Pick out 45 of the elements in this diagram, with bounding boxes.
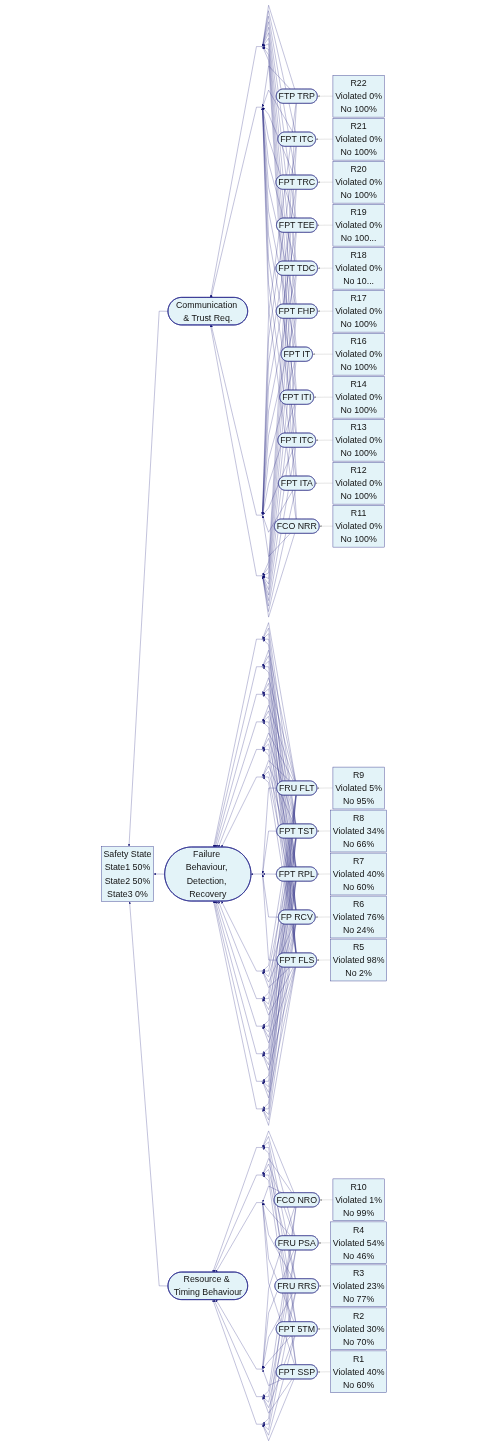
node-box: R21 Violated 0% No 100%	[332, 118, 384, 161]
node-circle	[261, 1146, 263, 1149]
node-circle	[261, 666, 263, 668]
node-circle	[261, 1025, 263, 1027]
node-circle	[261, 693, 263, 696]
node-circle	[261, 1368, 263, 1370]
node-circle	[261, 106, 263, 108]
node-box: R12 Violated 0% No 100%	[332, 462, 384, 505]
node-circle	[261, 1174, 263, 1176]
node-box: R1 Violated 40% No 60%	[329, 1350, 387, 1393]
node-circle	[261, 1423, 263, 1425]
node-box: R20 Violated 0% No 100%	[332, 161, 384, 204]
node-box: R17 Violated 0% No 100%	[332, 290, 384, 333]
node-circle	[261, 1108, 263, 1110]
node-box: R6 Violated 76% No 24%	[329, 895, 387, 939]
node-box: R3 Violated 23% No 77%	[329, 1264, 387, 1307]
node-circle	[261, 575, 263, 577]
node-box: R5 Violated 98% No 2%	[329, 938, 387, 982]
node-circle	[261, 1201, 263, 1204]
node-box: R11 Violated 0% No 100%	[332, 505, 384, 548]
node-circle	[261, 1053, 263, 1055]
node-box: R18 Violated 0% No 10...	[332, 247, 384, 290]
node-box: R2 Violated 30% No 70%	[329, 1307, 387, 1350]
node-box: R19 Violated 0% No 100...	[332, 204, 384, 247]
node-circle	[261, 776, 263, 778]
node-box: R8 Violated 34% No 66%	[329, 809, 387, 853]
node-circle	[261, 45, 263, 48]
node-circle	[261, 970, 263, 972]
node-box: R14 Violated 0% No 100%	[332, 376, 384, 419]
node-circle	[261, 1080, 263, 1083]
node-box: R16 Violated 0% No 100%	[332, 333, 384, 376]
node-circle	[261, 873, 263, 875]
node-box: R4 Violated 54% No 46%	[329, 1221, 387, 1264]
node-circle	[261, 1395, 263, 1398]
node-box: R22 Violated 0% No 100%	[332, 75, 384, 118]
node-box: R10 Violated 1% No 99%	[332, 1178, 384, 1221]
node-box: Safety State State1 50% State2 50% State3 0%	[100, 846, 154, 902]
node-circle	[261, 721, 263, 723]
node-circle	[261, 748, 263, 751]
node-circle	[261, 514, 263, 516]
node-box: R9 Violated 5% No 95%	[332, 766, 384, 810]
node-circle	[261, 638, 263, 640]
node-box: R7 Violated 40% No 60%	[329, 852, 387, 896]
node-circle	[261, 997, 263, 1000]
node-box: R13 Violated 0% No 100%	[332, 419, 384, 462]
